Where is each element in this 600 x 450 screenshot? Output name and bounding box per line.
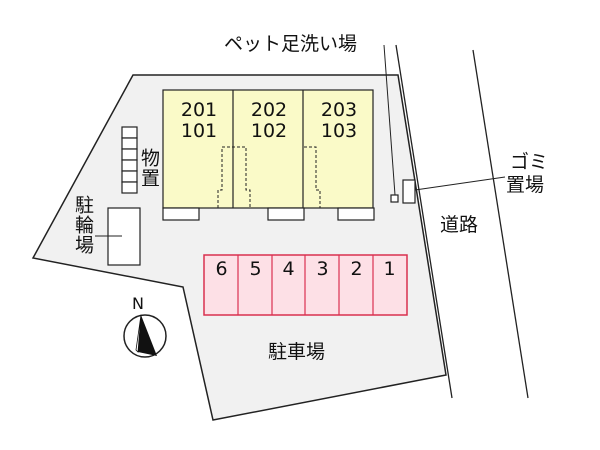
parking-slot-5: 5 [249, 258, 262, 280]
garbage-station [402, 179, 416, 204]
road-edge-right [472, 49, 529, 399]
unit-201-101-label: 201 101 [180, 99, 218, 142]
unit-203-103-label: 203 103 [320, 99, 358, 142]
road-label: 道路 [440, 214, 479, 236]
parking-slot-3: 3 [316, 258, 329, 280]
parking-slot-4: 4 [282, 258, 295, 280]
garbage-leader [414, 176, 506, 191]
compass-north-label: N [132, 294, 144, 313]
building [162, 89, 375, 221]
garbage-label-line2: 置場 [506, 174, 545, 196]
pet-wash-leader [383, 44, 396, 196]
unit-202-102-label: 202 102 [250, 99, 288, 142]
storage-shed [121, 126, 138, 194]
parking-lot-label: 駐車場 [268, 341, 326, 363]
road-edge-left [395, 44, 453, 399]
pet-wash-station [390, 194, 399, 203]
parking-slots [203, 254, 408, 316]
parking-slot-1: 1 [383, 258, 396, 280]
parking-slot-2: 2 [350, 258, 363, 280]
garbage-label-line1: ゴミ [510, 151, 549, 173]
bicycle-parking-label: 駐輪場 [72, 195, 94, 255]
storage-label: 物置 [138, 148, 160, 188]
pet-foot-wash-label: ペット足洗い場 [224, 33, 358, 55]
north-compass [123, 314, 167, 358]
parking-slot-6: 6 [215, 258, 228, 280]
